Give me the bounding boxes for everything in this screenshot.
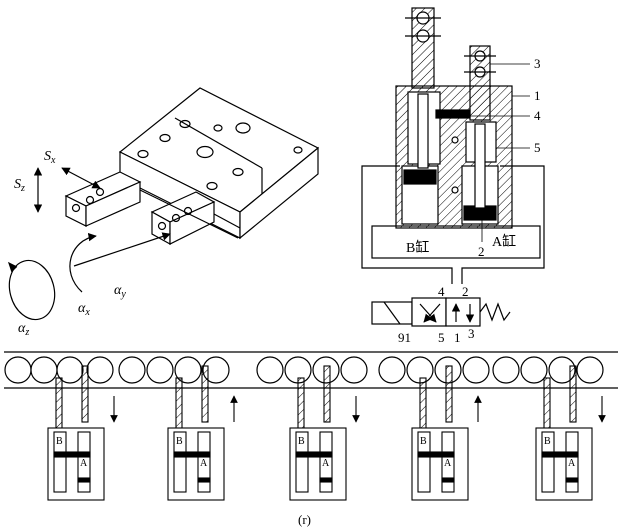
roller: [462, 356, 490, 384]
port-1: 1: [454, 330, 461, 345]
valve-position-2: [445, 297, 481, 327]
mount-hole: [159, 133, 171, 143]
grip-station: BA: [47, 365, 118, 501]
center-hole: [235, 122, 251, 134]
label-ax: αx: [78, 301, 90, 318]
station-label-b: B: [420, 436, 427, 447]
port-5: 5: [438, 330, 445, 345]
sx-arrow: [61, 167, 101, 189]
jaw-hole: [171, 213, 181, 223]
chamber-a-label: A缸: [492, 233, 516, 250]
grip-station: BA: [535, 365, 606, 501]
mount-hole: [206, 181, 218, 191]
roller: [576, 356, 604, 384]
mount-hole: [179, 119, 191, 129]
port-3: 3: [468, 326, 475, 341]
control-valve: [371, 297, 511, 327]
roller: [520, 356, 548, 384]
roller: [492, 356, 520, 384]
cylinder-section: [361, 7, 545, 284]
port-91: 91: [398, 330, 411, 345]
conveyor-belt: [4, 351, 618, 389]
station-label-a: A: [80, 458, 88, 469]
mount-hole: [137, 149, 149, 159]
roller: [256, 356, 284, 384]
roller: [174, 356, 202, 384]
station-label-a: A: [568, 458, 576, 469]
az-rotation-arrow: [8, 259, 56, 321]
label-sx: Sx: [44, 149, 56, 166]
gripper-body-side: [239, 146, 319, 240]
cylinder-labels: 3 1 4 5 2 B缸 A缸: [406, 56, 541, 259]
valve-position-1: [411, 297, 447, 327]
part-1: 1: [534, 88, 541, 103]
mount-hole: [232, 167, 244, 177]
roller: [378, 356, 406, 384]
ax-rotation-arrow: [69, 233, 97, 293]
roller: [118, 356, 146, 384]
grip-station: BA: [289, 365, 360, 501]
piston-b: [403, 169, 437, 185]
gripper-3d-view: [7, 87, 320, 321]
valve-spring: [479, 302, 511, 322]
center-hole: [196, 145, 214, 159]
chamber-b-label: B缸: [406, 239, 429, 256]
conveyor-rollers: [4, 356, 604, 384]
roller: [146, 356, 174, 384]
grip-station: BA: [411, 365, 482, 501]
gripper-labels: Sx Sz αx αy αz: [14, 149, 126, 338]
station-label-b: B: [298, 436, 305, 447]
roller: [30, 356, 58, 384]
roller: [4, 356, 32, 384]
valve-labels: 4 2 91 5 1 3: [398, 284, 475, 345]
station-label-a: A: [322, 458, 330, 469]
grip-station: BA: [167, 365, 238, 501]
part-5: 5: [534, 140, 541, 155]
ay-rotation-arrow: [73, 232, 171, 267]
port-4: 4: [438, 284, 445, 299]
station-label-b: B: [176, 436, 183, 447]
station-label-b: B: [544, 436, 551, 447]
part-2: 2: [478, 244, 485, 259]
station-label-a: A: [200, 458, 208, 469]
jaw-hole: [95, 187, 105, 197]
station-label-a: A: [444, 458, 452, 469]
jaw-hole: [85, 195, 95, 205]
jaw-hole: [183, 206, 193, 216]
station-label-b: B: [56, 436, 63, 447]
port-2: 2: [462, 284, 469, 299]
label-az: αz: [18, 321, 29, 338]
label-ay: αy: [114, 283, 126, 300]
jaw-hole: [71, 203, 81, 213]
roller: [340, 356, 368, 384]
figure-caption: (r): [298, 512, 311, 527]
cross-bar: [435, 109, 471, 119]
jaw-hole: [157, 221, 167, 231]
roller: [86, 356, 114, 384]
mount-hole: [293, 146, 303, 154]
mount-hole: [213, 124, 223, 132]
label-sz: Sz: [14, 177, 25, 194]
air-hose: [361, 165, 453, 284]
part-3: 3: [534, 56, 541, 71]
part-4: 4: [534, 108, 541, 123]
